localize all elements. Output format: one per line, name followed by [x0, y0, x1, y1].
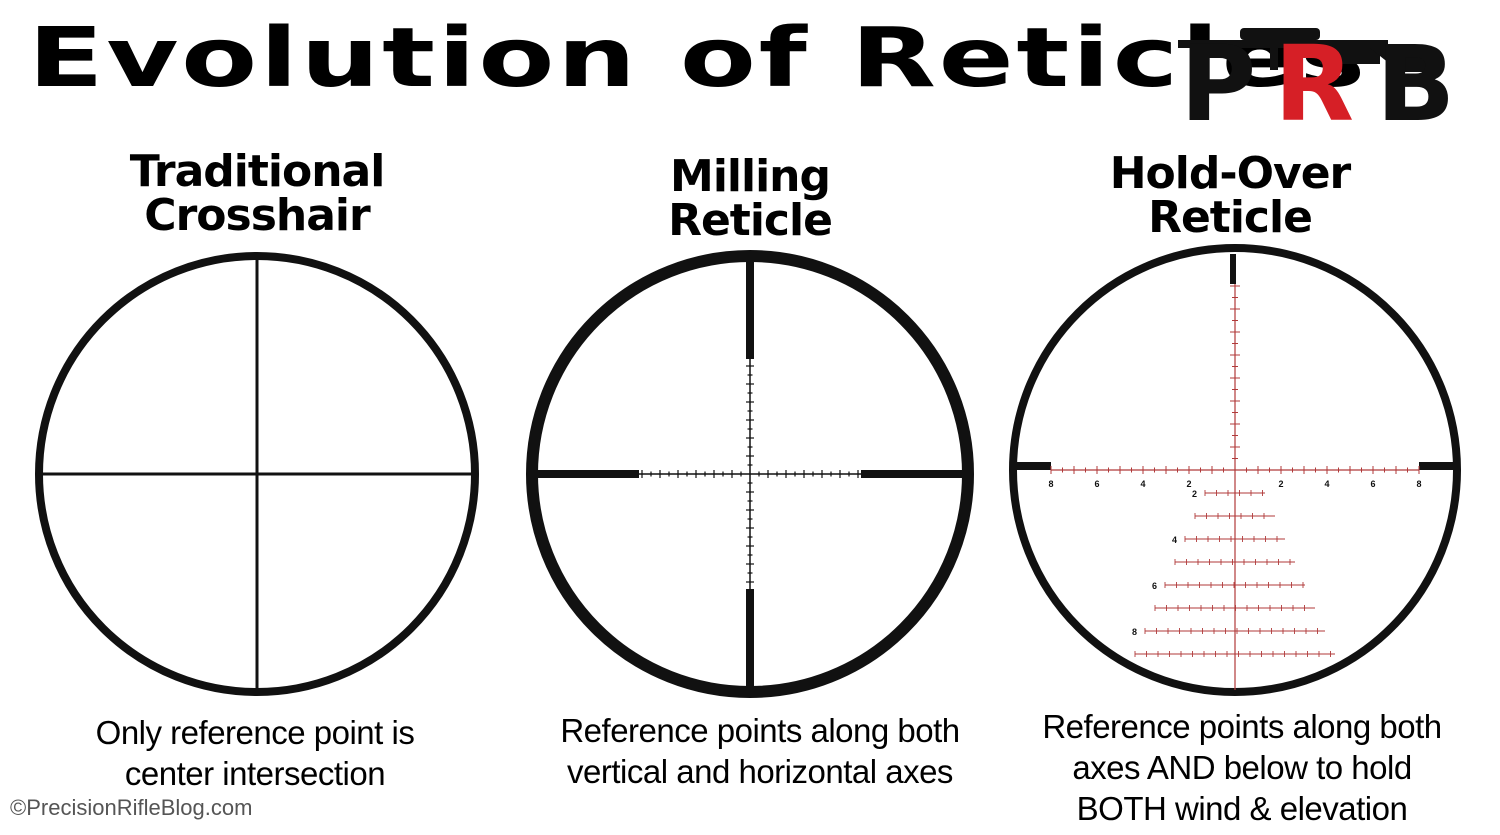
holdover-label: 2: [1186, 479, 1191, 489]
caption-crosshair: Only reference point is center intersect…: [95, 714, 415, 792]
post-right: [1419, 462, 1457, 470]
logo-letter-p: P: [1180, 23, 1256, 124]
page-title: Evolution of Reticles: [28, 11, 1369, 106]
holdover-label: 6: [1370, 479, 1375, 489]
crosshair-reticle: [35, 252, 479, 696]
copyright-text: ©PrecisionRifleBlog.com: [10, 795, 253, 820]
post-right: [861, 470, 965, 478]
prb-logo: P R B: [1178, 23, 1455, 124]
caption-holdover: Reference points along both axes AND bel…: [1042, 708, 1442, 827]
panel-title-holdover: Hold-Over Reticle: [1109, 148, 1352, 243]
post-top: [1230, 254, 1236, 284]
holdover-label: 2: [1278, 479, 1283, 489]
logo-letter-b: B: [1376, 23, 1455, 124]
holdover-label: 2: [1192, 489, 1197, 499]
post-left: [1013, 462, 1051, 470]
panel-title-crosshair: Traditional Crosshair: [129, 146, 386, 241]
post-left: [535, 470, 639, 478]
holdover-label: 8: [1048, 479, 1053, 489]
holdover-label: 4: [1140, 479, 1145, 489]
post-top: [746, 259, 754, 359]
logo-letter-r: R: [1274, 23, 1354, 124]
post-bottom: [746, 589, 754, 689]
panel-title-milling: Milling Reticle: [668, 151, 833, 246]
holdover-label: 6: [1094, 479, 1099, 489]
milling-reticle: [526, 250, 974, 698]
holdover-label: 8: [1132, 627, 1137, 637]
holdover-label: 8: [1416, 479, 1421, 489]
holdover-label: 4: [1324, 479, 1329, 489]
holdover-label: 6: [1152, 581, 1157, 591]
caption-milling: Reference points along both vertical and…: [560, 712, 960, 790]
rifle-silhouette-icon: [1178, 28, 1440, 72]
holdover-label: 4: [1172, 535, 1177, 545]
